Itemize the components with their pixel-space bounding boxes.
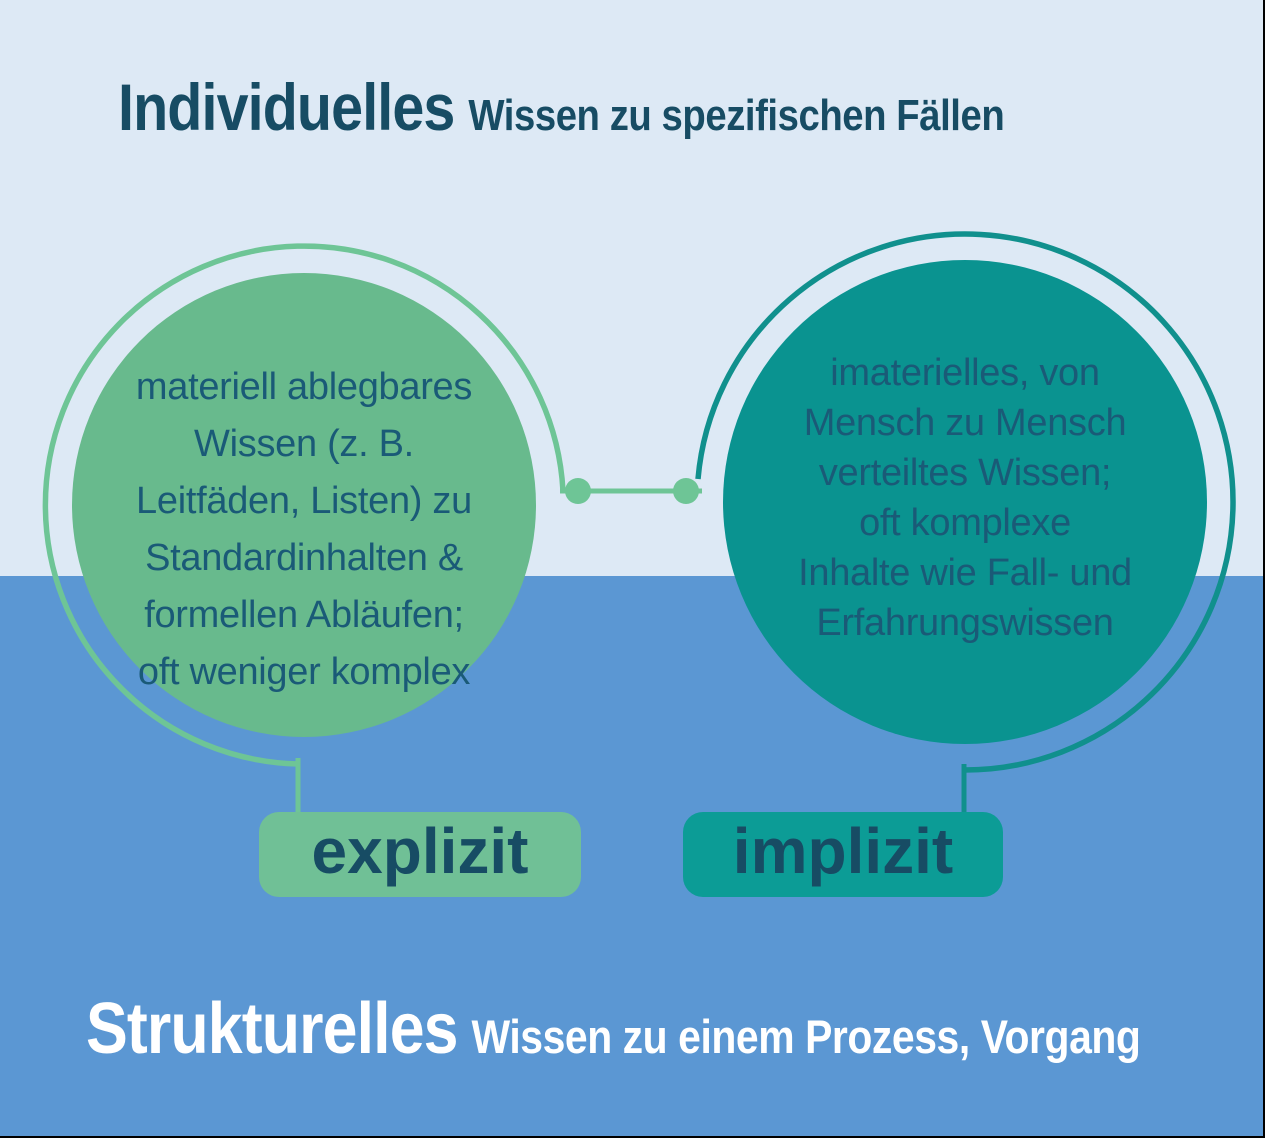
title-structural-rest: Wissen zu einem Prozess, Vorgang [471, 1010, 1141, 1063]
explicit-knowledge-circle: materiell ablegbares Wissen (z. B. Leitf… [72, 273, 536, 737]
connector-dot-right [673, 478, 699, 504]
text-line: Wissen (z. B. [194, 423, 414, 465]
text-line: imaterielles, von [830, 352, 1100, 394]
title-individual-emphasis: Individuelles [118, 70, 455, 144]
title-structural-emphasis: Strukturelles [86, 989, 458, 1069]
explicit-knowledge-description: materiell ablegbares Wissen (z. B. Leitf… [136, 359, 472, 701]
right-circle-ring [695, 231, 1236, 773]
screenshot-bottom-edge [0, 1136, 1265, 1138]
text-line: formellen Abläufen; [144, 594, 464, 636]
screenshot-right-edge [1263, 0, 1265, 1138]
text-line: Erfahrungswissen [816, 602, 1114, 644]
connector-dot-left [565, 478, 591, 504]
implicit-knowledge-circle: imaterielles, von Mensch zu Mensch verte… [723, 260, 1207, 744]
implicit-knowledge-description: imaterielles, von Mensch zu Mensch verte… [798, 348, 1132, 648]
text-line: Inhalte wie Fall- und [798, 552, 1132, 594]
left-circle-ring [42, 243, 566, 767]
implizit-badge-label: implizit [732, 815, 954, 887]
text-line: oft weniger komplex [137, 651, 471, 693]
text-line: Standardinhalten & [145, 537, 463, 579]
text-line: materiell ablegbares [135, 366, 473, 408]
text-line: Mensch zu Mensch [803, 402, 1127, 444]
title-structural: Strukturelles Wissen zu einem Prozess, V… [86, 989, 1141, 1069]
explizit-badge-label: explizit [311, 815, 529, 887]
explizit-badge: explizit [259, 812, 581, 897]
text-line: verteiltes Wissen; [818, 452, 1112, 494]
title-individual: Individuelles Wissen zu spezifischen Fäl… [118, 70, 1005, 144]
implizit-badge: implizit [683, 812, 1003, 897]
text-line: oft komplexe [859, 502, 1071, 544]
text-line: Leitfäden, Listen) zu [136, 480, 472, 522]
title-individual-rest: Wissen zu spezifischen Fällen [468, 91, 1005, 140]
